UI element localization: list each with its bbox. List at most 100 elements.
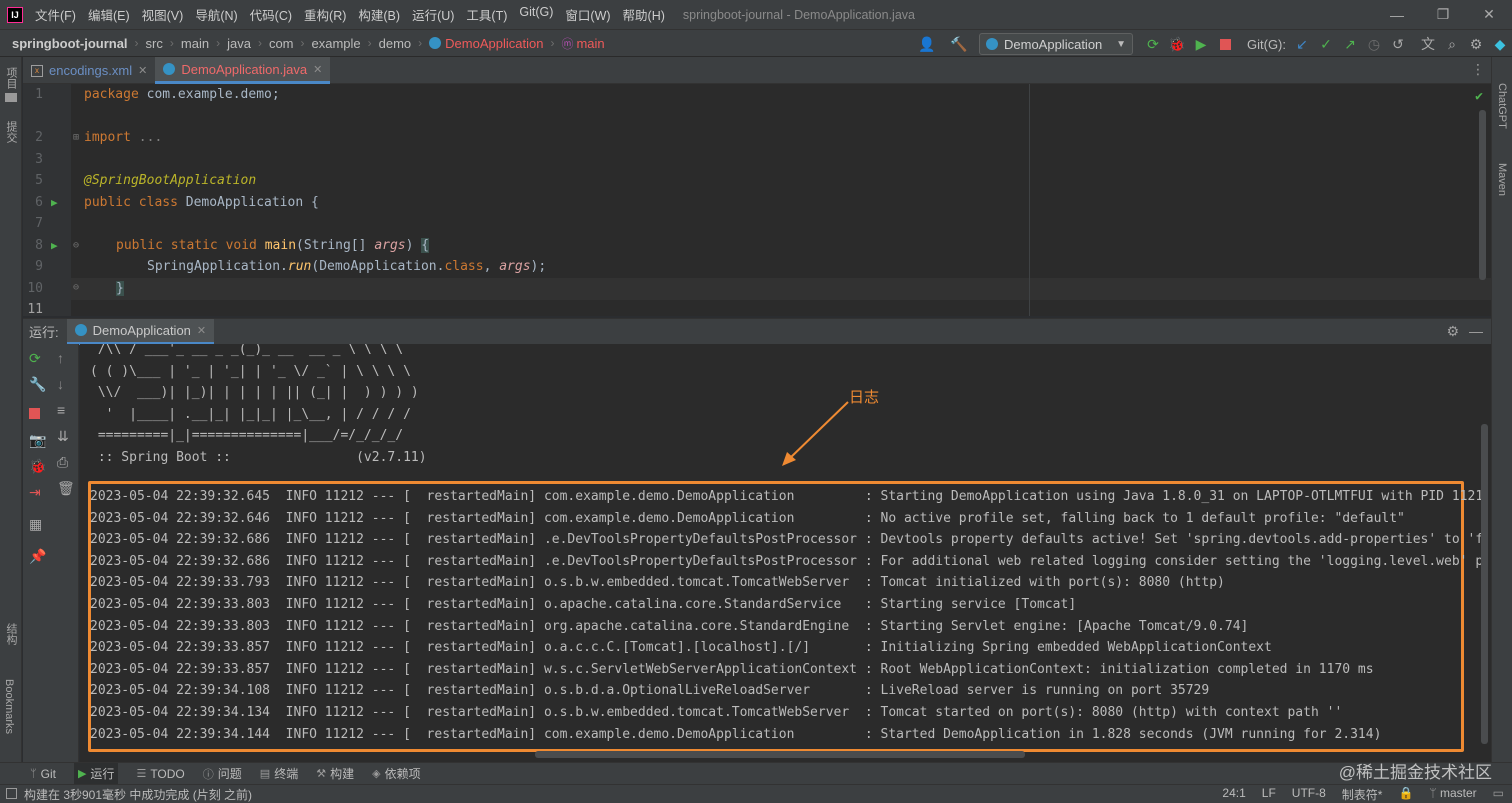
fold-icon[interactable]: ⊖ [73,240,80,251]
console-vertical-scrollbar[interactable] [1481,424,1488,744]
breadcrumb-dir[interactable]: example [311,35,361,51]
caret-position[interactable]: 24:1 [1222,786,1246,800]
build-hammer-icon[interactable]: 🔨 [950,35,968,52]
structure-tool-button[interactable]: 结构 [5,623,17,645]
wrench-icon[interactable]: 🔧 [29,376,47,392]
maven-tool-button[interactable]: Maven [1496,163,1508,197]
gear-icon[interactable]: ⚙ [1469,35,1483,52]
menu-item[interactable]: Git(G) [519,5,554,19]
breadcrumb-class[interactable]: DemoApplication [429,36,543,51]
console-horizontal-scrollbar[interactable] [535,751,1025,758]
bottom-tab[interactable]: ◈依赖项 [372,765,420,782]
line-separator[interactable]: LF [1261,786,1276,800]
minimize-panel-icon[interactable]: — [1469,323,1483,339]
breadcrumb-dir[interactable]: com [268,35,294,51]
menu-item[interactable]: 运行(U) [412,9,455,23]
soft-wrap-icon[interactable]: ≡ [57,402,66,418]
debug-bug-icon[interactable]: 🐞 [1168,35,1186,52]
bottom-tab[interactable]: ▤终端 [260,765,298,782]
menu-item[interactable]: 代码(C) [249,9,293,23]
scroll-to-end-icon[interactable]: ⇊ [57,428,69,444]
rerun-icon[interactable]: ⟳ [29,350,41,366]
run-gutter-icon[interactable]: ▶ [51,196,58,209]
stop-icon[interactable] [1213,33,1237,55]
stop-icon[interactable] [29,406,40,422]
run-tab-demoapplication[interactable]: DemoApplication ✕ [66,318,215,345]
breadcrumb-dir[interactable]: demo [378,35,412,51]
close-icon[interactable]: ✕ [313,63,323,76]
breadcrumb-dir[interactable]: src [145,35,163,51]
inspection-ok-icon[interactable]: ✔ [1475,89,1483,104]
bottom-tab[interactable]: ⚒构建 [316,765,354,782]
run-gutter-icon[interactable]: ▶ [51,239,58,252]
tab-encodings-xml[interactable]: x encodings.xml ✕ [23,57,155,84]
status-toggle-icon[interactable] [6,788,17,799]
menu-item[interactable]: 导航(N) [195,9,238,23]
search-icon[interactable]: ⌕ [1448,35,1456,52]
exit-icon[interactable]: ⇥ [29,484,41,500]
menu-item[interactable]: 帮助(H) [622,9,665,23]
bookmarks-tool-button[interactable]: Bookmarks [3,679,15,735]
memory-indicator-icon[interactable]: ▭ [1492,786,1504,800]
menu-item[interactable]: 视图(V) [141,9,184,23]
git-branch-widget[interactable]: ᛘ master [1429,786,1476,803]
code-token: args [499,259,531,274]
history-clock-icon[interactable]: ◷ [1367,35,1381,52]
pin-icon[interactable]: 📌 [29,548,47,564]
toolbox-logo-icon[interactable]: ◆ [1494,35,1506,52]
banner-line: ( ( )\___ | '_ | '_| | '_ \/ _` | \ \ \ … [90,363,411,379]
project-tool-button[interactable]: 项目 [5,67,17,89]
debug-bug-icon[interactable]: 🐞 [29,458,47,474]
chatgpt-tool-button[interactable]: ChatGPT [1496,83,1508,129]
breadcrumb-dir[interactable]: java [227,35,251,51]
close-window-button[interactable]: ✕ [1483,6,1495,22]
gear-icon[interactable]: ⚙ [1446,323,1459,339]
bottom-tab[interactable]: ▶运行 [73,762,119,785]
menu-item[interactable]: 工具(T) [466,9,508,23]
run-with-coverage-icon[interactable]: ▶ [1195,35,1207,52]
run-console[interactable]: /\\ / ___'_ __ _ _(_)_ __ __ _ \ \ \ \( … [80,344,1491,762]
restore-button[interactable]: ❐ [1436,6,1450,22]
camera-icon[interactable]: 📷 [29,432,47,448]
layout-icon[interactable]: ▦ [29,516,43,532]
banner-line: :: Spring Boot :: (v2.7.11) [90,450,427,465]
close-icon[interactable]: ✕ [196,324,207,337]
commit-tool-button[interactable]: 提交 [5,121,17,143]
add-user-icon[interactable]: 👤 [918,35,936,52]
git-update-icon[interactable]: ↙ [1296,35,1308,52]
trash-icon[interactable]: 🗑 [57,480,75,496]
arrow-up-icon[interactable]: ↑ [57,350,64,366]
indent-setting[interactable]: 制表符* [1341,788,1383,802]
minimize-button[interactable]: — [1390,6,1404,23]
file-encoding[interactable]: UTF-8 [1291,786,1326,800]
code-editor[interactable]: 1 2 3 5 6 7 8 9 10 11 ▶ ▶ ⊞ ⊖ ⊖ package … [23,84,1491,316]
lock-icon[interactable]: 🔒 [1398,786,1414,800]
navigation-bar: springboot-journal › src › main › java ›… [0,29,1512,57]
line-number: 5 [35,173,43,188]
print-icon[interactable]: ⎙ [57,454,69,470]
fold-icon[interactable]: ⊖ [73,282,80,293]
arrow-down-icon[interactable]: ↓ [57,376,64,392]
fold-icon[interactable]: ⊞ [73,132,80,143]
more-vertical-icon[interactable]: ⋮ [1471,61,1485,77]
menu-item[interactable]: 编辑(E) [87,9,130,23]
tab-demoapplication-java[interactable]: DemoApplication.java ✕ [155,57,331,84]
git-commit-check-icon[interactable]: ✓ [1320,35,1332,52]
menu-item[interactable]: 构建(B) [358,9,401,23]
translate-icon[interactable]: 文 [1421,36,1435,52]
close-icon[interactable]: ✕ [138,65,148,77]
rollback-icon[interactable]: ↺ [1392,35,1404,52]
bottom-tab[interactable]: ☰TODO [136,767,184,781]
menu-item[interactable]: 文件(F) [35,9,76,23]
menu-item[interactable]: 重构(R) [304,9,347,23]
git-push-icon[interactable]: ↗ [1344,35,1356,52]
breadcrumb-dir[interactable]: main [180,35,210,51]
editor-scrollbar[interactable] [1479,110,1486,280]
rerun-icon[interactable]: ⟳ [1147,35,1159,52]
menu-item[interactable]: 窗口(W) [565,9,611,23]
breadcrumb-project[interactable]: springboot-journal [12,35,128,51]
run-configuration-select[interactable]: DemoApplication ▼ [979,33,1133,55]
